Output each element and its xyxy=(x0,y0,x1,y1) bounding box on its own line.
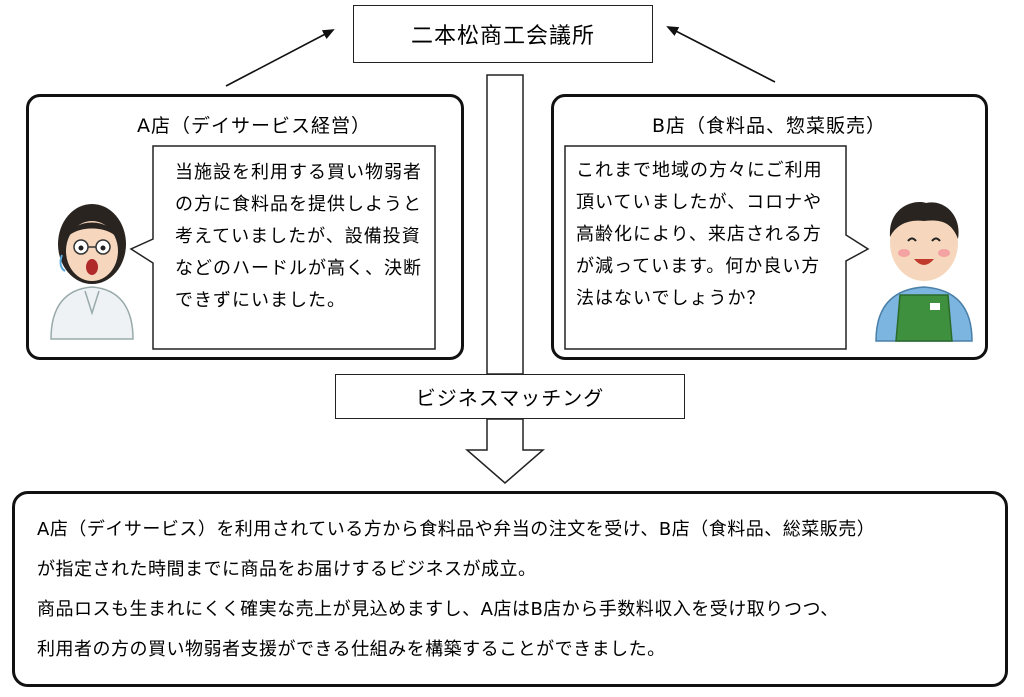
store-a-speech-line: などのハードルが高く、決断 xyxy=(175,258,422,279)
store-a-speech-line: 当施設を利用する買い物弱者 xyxy=(175,162,422,183)
arrow-b-to-chamber xyxy=(666,26,776,83)
store-a-speech-line: 考えていましたが、設備投資 xyxy=(175,226,421,247)
store-b-speech-bubble xyxy=(564,145,870,350)
chamber-box: 二本松商工会議所 xyxy=(353,5,653,63)
store-a-speech-line: できずにいました。 xyxy=(175,290,346,311)
result-line: が指定された時間までに商品をお届けするビジネスが成立。 xyxy=(37,559,537,580)
store-b-speech-line: これまで地域の方々にご利用 xyxy=(576,160,823,181)
result-line: 商品ロスも生まれにくく確実な売上が見込めますし、A店はB店から手数料収入を受け取… xyxy=(37,599,839,620)
worried-woman-illustration xyxy=(50,204,134,340)
store-a-speech-text: 当施設を利用する買い物弱者 の方に食料品を提供しようと 考えていましたが、設備投… xyxy=(175,157,435,317)
matching-box: ビジネスマッチング xyxy=(335,374,685,419)
result-line: A店（デイサービス）を利用されている方から食料品や弁当の注文を受け、B店（食料品… xyxy=(37,519,876,540)
shopkeeper-illustration xyxy=(875,202,973,342)
matching-label: ビジネスマッチング xyxy=(415,386,605,410)
store-a-speech-line: の方に食料品を提供しようと xyxy=(175,194,422,215)
arrow-a-to-chamber xyxy=(225,29,335,87)
result-box: A店（デイサービス）を利用されている方から食料品や弁当の注文を受け、B店（食料品… xyxy=(12,491,1008,687)
store-a-title: A店（デイサービス経営） xyxy=(137,115,371,137)
store-b-speech-text: これまで地域の方々にご利用 頂いていましたが、コロナや 高齢化により、来店される… xyxy=(576,155,846,315)
store-b-speech-line: が減っています。何か良い方 xyxy=(576,256,821,277)
store-a-panel: A店（デイサービス経営） 当施設を利用する買い物弱者 の方に食料品を提供しようと… xyxy=(26,94,464,360)
store-b-speech-line: 法はないでしょうか？ xyxy=(576,288,766,309)
result-line: 利用者の方の買い物弱者支援ができる仕組みを構築することができました。 xyxy=(37,639,666,660)
chamber-label: 二本松商工会議所 xyxy=(410,24,595,49)
store-b-speech-line: 高齢化により、来店される方 xyxy=(576,224,822,245)
store-b-panel: B店（食料品、惣菜販売） これまで地域の方々にご利用 頂いていましたが、コロナや… xyxy=(551,94,988,360)
result-text: A店（デイサービス）を利用されている方から食料品や弁当の注文を受け、B店（食料品… xyxy=(37,510,987,670)
store-b-speech-line: 頂いていましたが、コロナや xyxy=(576,192,823,213)
down-arrow-head xyxy=(464,418,546,484)
store-b-title: B店（食料品、惣菜販売） xyxy=(651,115,887,137)
store-a-speech-bubble xyxy=(129,145,436,350)
down-shaft-upper xyxy=(486,74,524,375)
